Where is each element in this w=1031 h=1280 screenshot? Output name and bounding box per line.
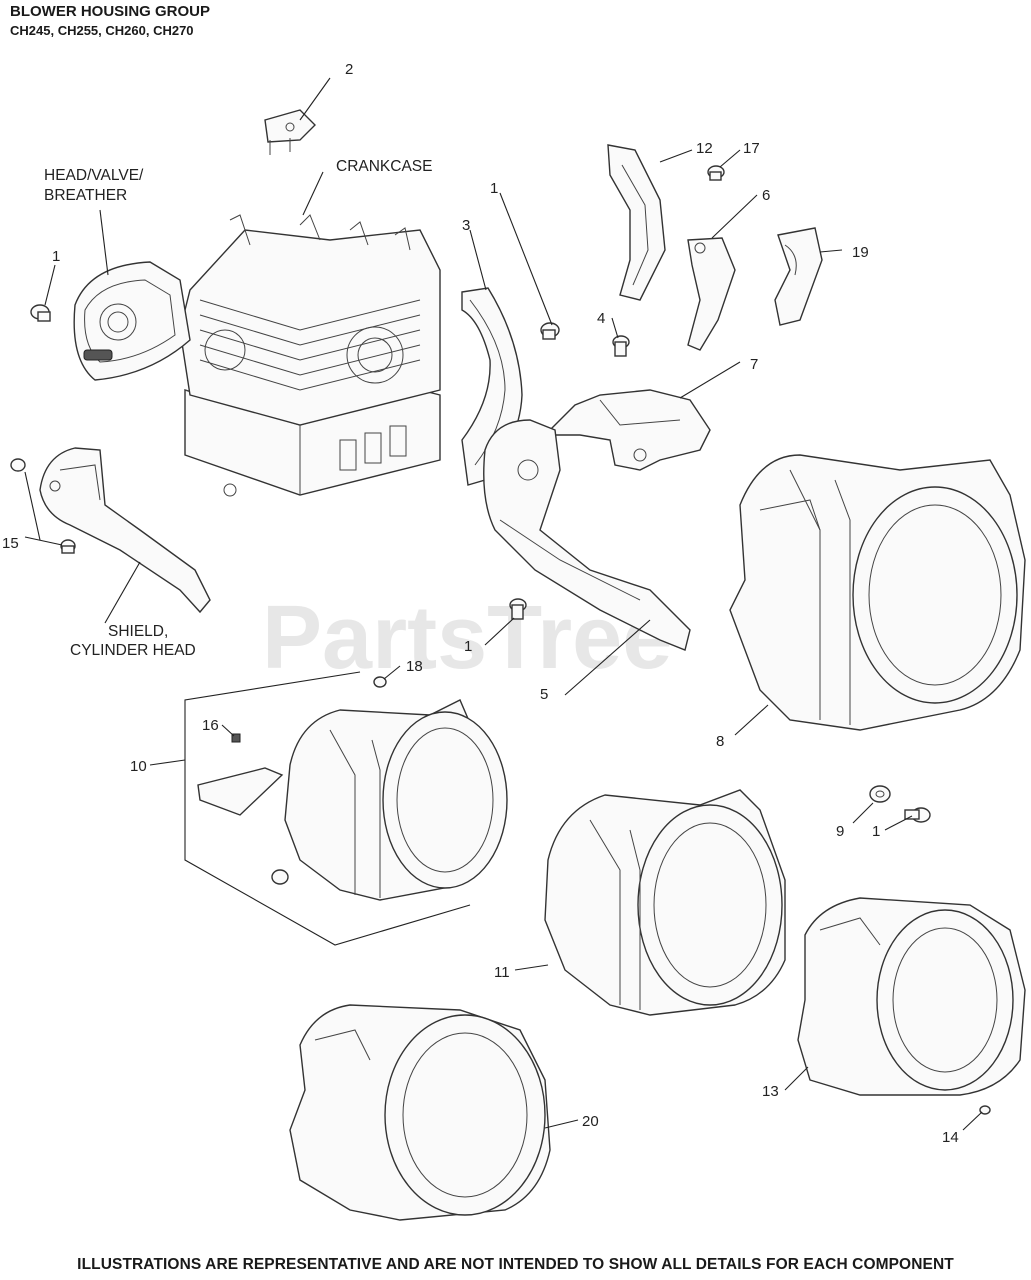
part-5-shield	[483, 419, 691, 651]
engine-assembly	[73, 214, 441, 497]
part-7-bracket	[543, 389, 711, 471]
shield-cylinder-head	[39, 447, 211, 614]
part-10-kit	[184, 671, 508, 946]
callout-12: 12	[696, 140, 713, 157]
part-2-bracket	[264, 109, 316, 155]
callout-1-left: 1	[52, 248, 60, 265]
callout-20: 20	[582, 1113, 599, 1130]
part-19-baffle	[774, 227, 823, 326]
callout-9: 9	[836, 823, 844, 840]
callout-1-right: 1	[872, 823, 880, 840]
part-1-screw-left	[30, 304, 51, 322]
model-list: CH245, CH255, CH260, CH270	[10, 23, 194, 38]
part-6-baffle	[687, 237, 736, 351]
callout-5: 5	[540, 686, 548, 703]
part-1-screw-upper	[540, 322, 560, 340]
label-breather: BREATHER	[44, 187, 127, 204]
callout-15: 15	[2, 535, 19, 552]
part-1-screw-mid	[509, 598, 527, 620]
part-11-blower-housing	[544, 789, 786, 1016]
part-14-nut	[979, 1105, 991, 1115]
callout-1-upper: 1	[490, 180, 498, 197]
part-20-blower-housing	[289, 1004, 551, 1221]
callout-1-mid: 1	[464, 638, 472, 655]
callout-19: 19	[852, 244, 869, 261]
part-13-blower-housing	[797, 897, 1026, 1096]
callout-18: 18	[406, 658, 423, 675]
diagram-title: BLOWER HOUSING GROUP	[10, 3, 211, 20]
exploded-parts-diagram: PartsTree TM	[2, 61, 1026, 1221]
callout-3: 3	[462, 217, 470, 234]
callout-8: 8	[716, 733, 724, 750]
part-12-baffle	[607, 144, 666, 301]
label-crankcase: CRANKCASE	[336, 158, 432, 175]
callout-10: 10	[130, 758, 147, 775]
callout-6: 6	[762, 187, 770, 204]
part-1-screw-right	[904, 807, 931, 823]
callout-7: 7	[750, 356, 758, 373]
label-head-valve: HEAD/VALVE/	[44, 167, 144, 184]
part-9-nut	[869, 785, 891, 803]
part-15-fasteners	[10, 458, 76, 554]
part-4-screw	[612, 335, 630, 357]
callout-4: 4	[597, 310, 605, 327]
leader-lines	[24, 77, 983, 1131]
label-shield: SHIELD,	[108, 623, 168, 640]
callout-2: 2	[345, 61, 353, 78]
disclaimer-footer: ILLUSTRATIONS ARE REPRESENTATIVE AND ARE…	[77, 1256, 954, 1273]
callout-13: 13	[762, 1083, 779, 1100]
part-17-screw	[707, 165, 725, 181]
callout-17: 17	[743, 140, 760, 157]
label-cylinder-head: CYLINDER HEAD	[70, 642, 196, 659]
callout-11: 11	[494, 964, 510, 981]
part-8-blower-housing	[729, 454, 1026, 731]
callout-16: 16	[202, 717, 219, 734]
callout-14: 14	[942, 1129, 959, 1146]
